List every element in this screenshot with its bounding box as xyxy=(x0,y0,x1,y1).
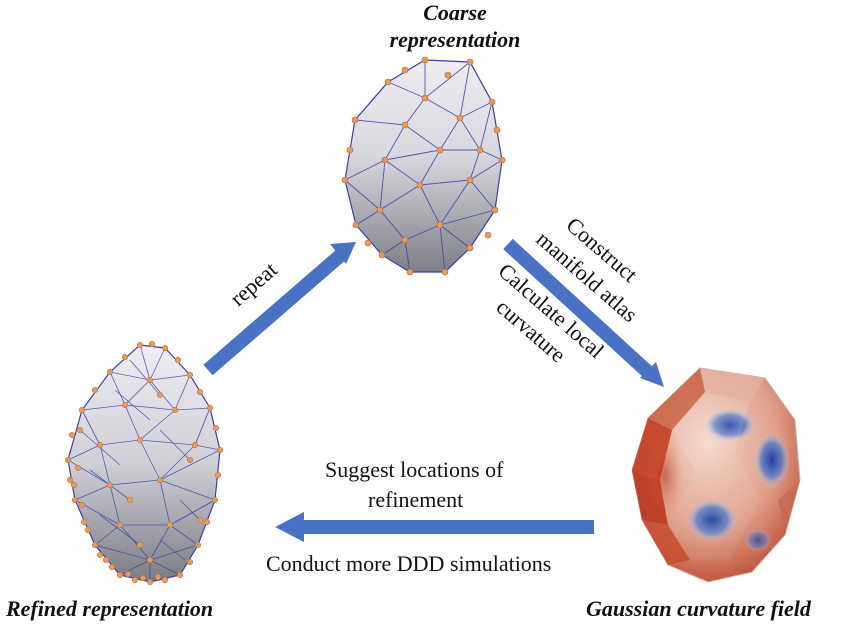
coarse-title-line1: Coarse xyxy=(423,0,487,25)
refined-mesh xyxy=(64,340,224,586)
feedback-label-top-line1: Suggest locations of xyxy=(325,457,504,482)
gaussian-title: Gaussian curvature field xyxy=(586,596,811,621)
analyze-arrow xyxy=(503,238,664,387)
curvature-surface xyxy=(631,367,801,583)
feedback-label-top-line2: refinement xyxy=(368,487,464,512)
feedback-label-bottom: Conduct more DDD simulations xyxy=(266,551,552,576)
refined-title: Refined representation xyxy=(6,596,214,621)
coarse-title-line2: representation xyxy=(389,27,521,52)
coarse-mesh xyxy=(341,56,506,276)
feedback-arrow xyxy=(275,512,594,542)
repeat-arrow xyxy=(203,242,356,376)
